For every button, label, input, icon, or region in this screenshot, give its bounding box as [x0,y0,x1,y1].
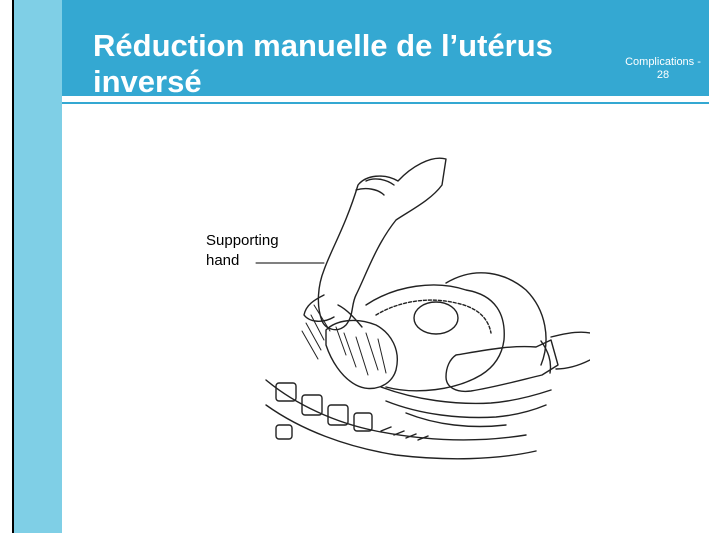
callout-label-line1: Supporting [206,232,279,249]
slide-section-label: Complications - [618,56,708,69]
uterus-inner-ellipse [414,302,458,334]
left-accent-band [12,0,62,533]
slide-title-line1: Réduction manuelle de l’utérus [93,28,553,63]
uterus-wall-layer [376,300,491,333]
slide-section-number: Complications - 28 [618,56,708,82]
left-edge-line [12,0,14,533]
supporting-fingers [304,295,362,327]
illustration-drawing: Supporting hand [206,155,590,477]
slide-title: Réduction manuelle de l’utérus inversé [93,28,613,100]
abdominal-curve [446,273,546,365]
slide-title-line2: inversé [93,64,202,99]
reducing-hand-cuff [541,332,590,373]
callout-label-line2: hand [206,252,239,269]
vertebra-3 [328,405,348,425]
rectum-curve [406,413,506,427]
vertebra-5 [276,425,292,439]
mass-texture [302,305,386,375]
header-divider-line [62,102,709,104]
uterus-reduction-illustration: Supporting hand [206,155,590,477]
slide-page-number: 28 [618,69,708,82]
